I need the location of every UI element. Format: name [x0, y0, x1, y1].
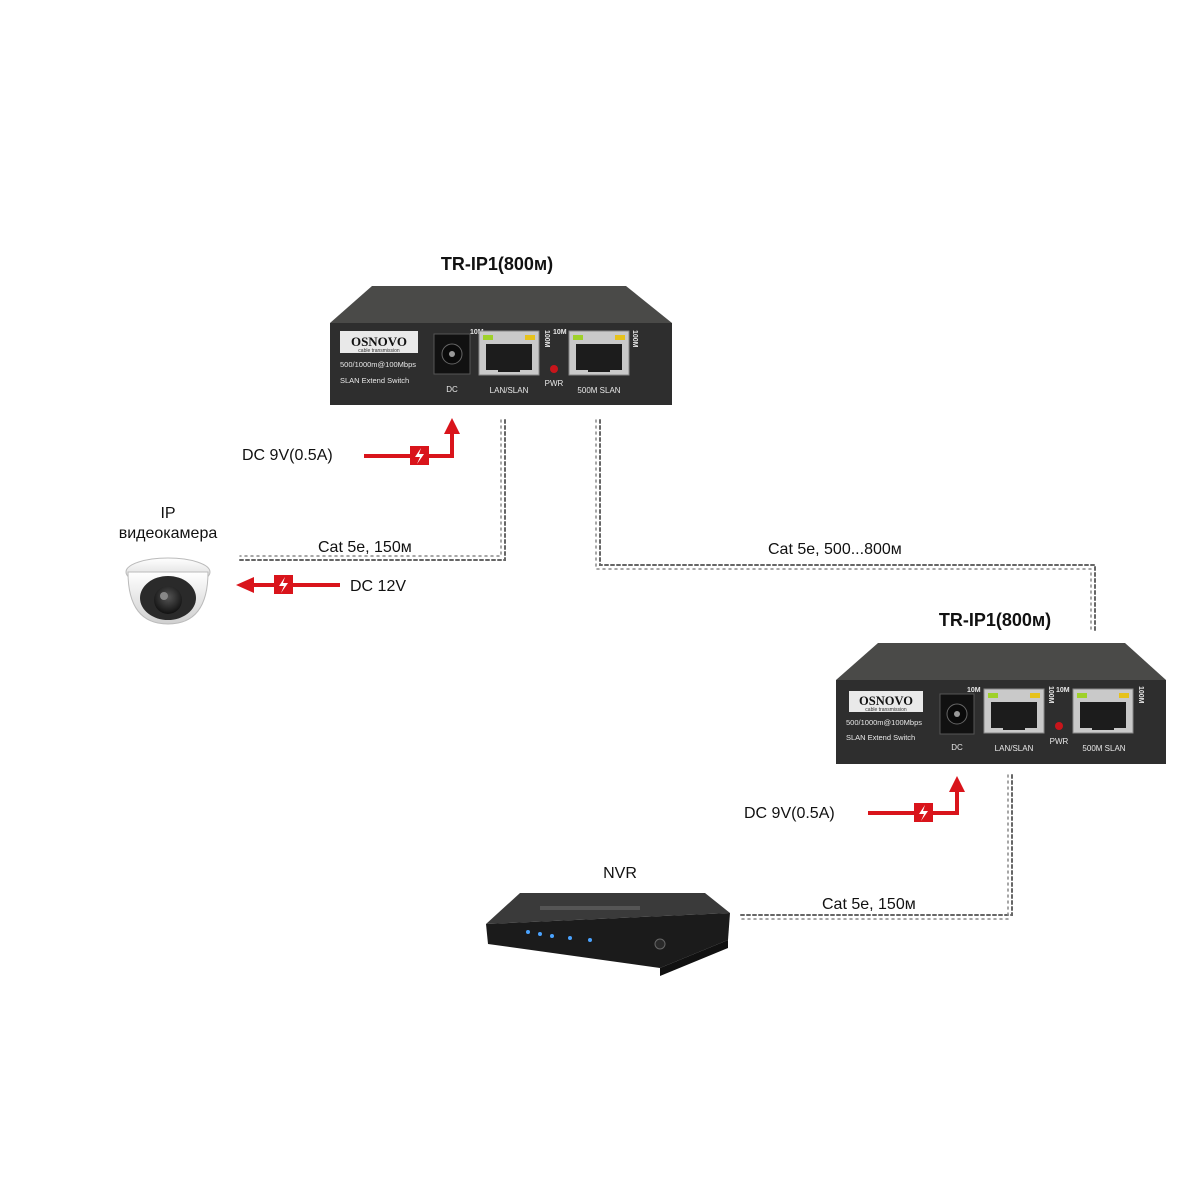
nvr-label: NVR [603, 865, 637, 882]
extender-1-spec-1: 500/1000m@100Mbps [340, 360, 416, 369]
extender-1-power-label: DC 9V(0.5A) [242, 447, 333, 464]
extender-2-logo-sub: cable transmission [865, 707, 907, 713]
extender-1-pwr-led [550, 365, 558, 373]
camera-label-2: видеокамера [119, 525, 218, 542]
nvr-cable-label: Cat 5e, 150м [822, 896, 916, 913]
nvr-front-panel [486, 913, 730, 968]
camera-cable-label: Cat 5e, 150м [318, 539, 412, 556]
extender-1-led-10m-a: 10M [470, 329, 484, 336]
extender-2-slan-label: 500M SLAN [1082, 744, 1125, 753]
extender-2-led-100m-b: 100M [1137, 686, 1144, 704]
left-arrow-icon [236, 577, 254, 593]
extender-2-body-top [836, 643, 1166, 680]
extender-1-body-top [330, 286, 672, 323]
extender-1-lan-led-1 [483, 335, 493, 340]
extender-1: TR-IP1(800м) OSNOVO cable transmission 5… [330, 254, 672, 405]
extender-1-logo-plate [340, 331, 418, 353]
extender-1-logo-sub: cable transmission [358, 348, 400, 354]
extender-2-spec-1: 500/1000m@100Mbps [846, 718, 922, 727]
extender-1-led-100m-b: 100M [631, 330, 638, 348]
extender-2: TR-IP1(800м) OSNOVO cable transmission 5… [836, 610, 1166, 764]
nvr-power-button-icon [654, 938, 666, 950]
extender-1-spec-2: SLAN Extend Switch [340, 376, 409, 385]
cable-trunk [599, 419, 1096, 633]
camera-label-1: IP [160, 505, 175, 522]
extender-1-dc-label: DC [446, 385, 458, 394]
extender-1-power-feed: DC 9V(0.5A) [242, 418, 460, 465]
up-arrow-icon [444, 418, 460, 434]
extender-1-led-100m-a: 100M [543, 330, 550, 348]
camera-power-label: DC 12V [350, 578, 406, 595]
ip-camera: IP видеокамера [119, 505, 218, 625]
extender-2-spec-2: SLAN Extend Switch [846, 733, 915, 742]
extender-2-pwr-led [1055, 722, 1063, 730]
extender-2-slan-led-2 [1119, 693, 1129, 698]
extender-2-title: TR-IP1(800м) [939, 610, 1051, 630]
camera-lens-icon [154, 586, 182, 614]
extender-2-logo-plate [849, 691, 923, 712]
cables [239, 419, 1096, 920]
extender-2-lan-led-2 [1030, 693, 1040, 698]
extender-1-lan-label: LAN/SLAN [490, 386, 529, 395]
extender-1-led-10m-b: 10M [553, 329, 567, 336]
nvr: NVR [486, 865, 730, 976]
extender-1-lan-led-2 [525, 335, 535, 340]
extender-2-led-10m-b: 10M [1056, 687, 1070, 694]
extender-2-lan-led-1 [988, 693, 998, 698]
extender-1-slan-led-2 [615, 335, 625, 340]
extender-2-dc-label: DC [951, 743, 963, 752]
extender-2-pwr-label: PWR [1050, 737, 1069, 746]
extender-2-led-100m-a: 100M [1047, 686, 1054, 704]
cable-extender2-to-nvr [739, 774, 1013, 916]
extender-1-slan-label: 500M SLAN [577, 386, 620, 395]
extender-2-logo: OSNOVO [859, 694, 913, 708]
extender-1-slan-led-1 [573, 335, 583, 340]
extender-2-lan-label: LAN/SLAN [995, 744, 1034, 753]
up-arrow-icon [949, 776, 965, 792]
extender-1-pwr-label: PWR [545, 379, 564, 388]
extender-1-title: TR-IP1(800м) [441, 254, 553, 274]
extender-2-led-10m-a: 10M [967, 687, 981, 694]
extender-2-power-feed: DC 9V(0.5A) [744, 776, 965, 822]
extender-2-slan-led-1 [1077, 693, 1087, 698]
trunk-cable-label: Cat 5e, 500...800м [768, 541, 902, 558]
cable-extender1-to-camera [239, 419, 506, 561]
extender-2-power-label: DC 9V(0.5A) [744, 805, 835, 822]
camera-power-feed: DC 12V [236, 575, 406, 595]
extender-1-logo: OSNOVO [351, 334, 407, 349]
